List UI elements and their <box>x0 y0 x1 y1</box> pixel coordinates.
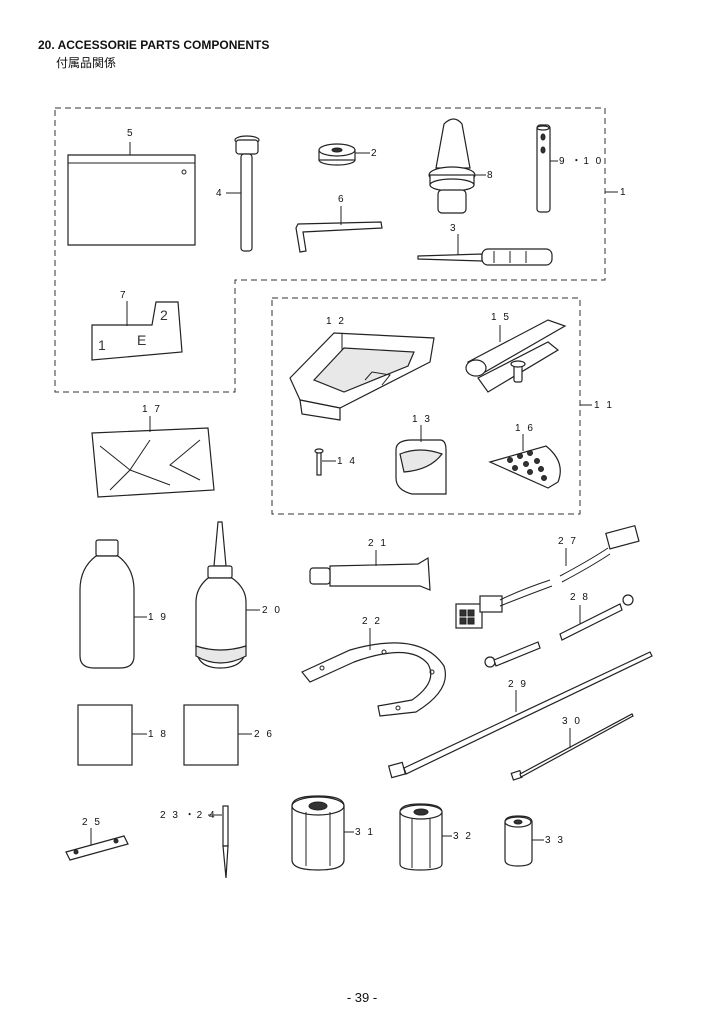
gauge-label-1: 1 <box>98 337 108 353</box>
gauge-label-e: E <box>137 332 148 348</box>
part-28-ground-cable <box>484 594 634 668</box>
part-31-ferrite-core <box>291 795 354 871</box>
callout-12: 1 2 <box>326 316 346 327</box>
page-subtitle: 付属品関係 <box>56 56 117 70</box>
callout-21: 2 1 <box>368 538 388 549</box>
group-11-outline <box>271 297 581 515</box>
part-4-pin <box>226 135 260 252</box>
part-26-sheet <box>183 704 252 766</box>
part-14-screw <box>314 448 336 476</box>
callout-14: 1 4 <box>337 456 357 467</box>
part-6-hex-wrench <box>295 206 383 253</box>
callout-33: 3 3 <box>545 835 565 846</box>
group-1-outline <box>54 107 606 393</box>
callout-1: 1 <box>620 187 628 198</box>
callout-29: 2 9 <box>508 679 528 690</box>
part-12-block <box>289 332 435 421</box>
callout-28: 2 8 <box>570 592 590 603</box>
callout-15: 1 5 <box>491 312 511 323</box>
callout-18: 1 8 <box>148 729 168 740</box>
part-7-gauge-plate: 1 E 2 <box>91 301 183 361</box>
callout-20: 2 0 <box>262 605 282 616</box>
callout-32: 3 2 <box>453 831 473 842</box>
callout-11: 1 1 <box>594 400 614 411</box>
part-9-10-shaft <box>536 124 558 213</box>
callout-17: 1 7 <box>142 404 162 415</box>
part-3-screwdriver <box>417 234 553 266</box>
part-33-ferrite-core <box>504 815 544 867</box>
callout-25: 2 5 <box>82 817 102 828</box>
callout-7: 7 <box>120 290 128 301</box>
part-5-instruction-sheet <box>67 142 196 246</box>
callout-26: 2 6 <box>254 729 274 740</box>
callout-2: 2 <box>371 148 379 159</box>
part-32-ferrite-core <box>399 803 452 871</box>
callout-5: 5 <box>127 128 135 139</box>
part-19-oil-bottle <box>79 539 147 669</box>
part-25-plate <box>65 828 129 861</box>
part-23-24-needle <box>208 805 229 879</box>
part-17-cover <box>91 416 215 498</box>
callout-16: 1 6 <box>515 423 535 434</box>
callout-9-10: 9 ・1 0 <box>559 156 603 167</box>
callout-6: 6 <box>338 194 346 205</box>
part-20-oiler <box>195 521 260 669</box>
part-22-gasket <box>301 628 446 717</box>
callout-31: 3 1 <box>355 827 375 838</box>
page-number: - 39 - <box>346 990 378 1005</box>
part-29-cable-tie-long <box>387 651 653 779</box>
part-15-hinge <box>465 319 567 393</box>
part-2-bobbin <box>318 143 370 166</box>
callout-4: 4 <box>216 188 224 199</box>
gauge-label-2: 2 <box>160 307 170 323</box>
callout-19: 1 9 <box>148 612 168 623</box>
callout-27: 2 7 <box>558 536 578 547</box>
part-18-sheet <box>77 704 147 766</box>
part-30-cable-tie-short <box>510 713 634 781</box>
part-8-cone-holder <box>428 118 486 214</box>
callout-13: 1 3 <box>412 414 432 425</box>
part-13-cap <box>395 425 447 495</box>
part-21-grease-tube <box>309 550 431 591</box>
part-27-cable <box>455 524 640 629</box>
part-16-plate <box>488 434 561 489</box>
callout-8: 8 <box>487 170 495 181</box>
page-title: 20. ACCESSORIE PARTS COMPONENTS <box>38 38 270 52</box>
callout-3: 3 <box>450 223 458 234</box>
callout-22: 2 2 <box>362 616 382 627</box>
callout-23-24: 2 3 ・2 4 <box>160 810 217 821</box>
callout-30: 3 0 <box>562 716 582 727</box>
